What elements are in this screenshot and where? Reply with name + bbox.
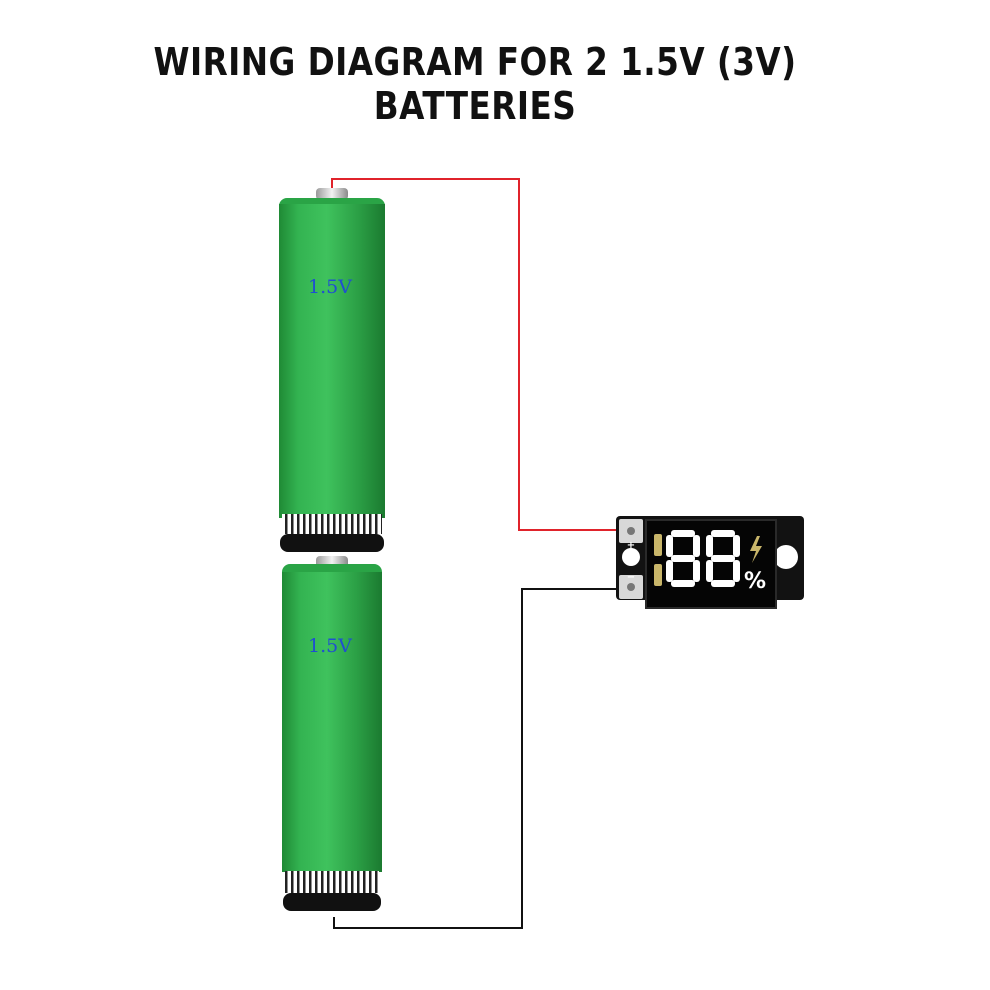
digit-one <box>666 530 700 587</box>
battery-bottom-base-ring <box>285 871 379 893</box>
battery-bottom: 1.5V <box>282 556 382 911</box>
mount-hole-right <box>774 545 798 569</box>
level-bar-lower <box>654 564 662 586</box>
battery-bottom-label: 1.5V <box>308 635 352 657</box>
battery-level-indicator: + − % <box>616 516 804 609</box>
mount-hole-left <box>622 548 640 566</box>
digit-two <box>706 530 740 587</box>
battery-top-label: 1.5V <box>308 276 352 298</box>
positive-wire <box>331 178 622 531</box>
negative-wire <box>333 588 622 929</box>
percent-sign: % <box>744 569 766 594</box>
battery-top: 1.5V <box>279 188 385 552</box>
plus-pin-label: + <box>627 540 635 551</box>
battery-top-body <box>279 204 385 518</box>
minus-pin-label: − <box>627 572 635 583</box>
level-bar-upper <box>654 534 662 556</box>
battery-top-base-ring <box>282 514 382 534</box>
diagram-title: WIRING DIAGRAM FOR 2 1.5V (3V) BATTERIES <box>153 40 797 128</box>
lightning-bolt-icon <box>750 536 762 563</box>
battery-top-terminal <box>316 188 348 200</box>
battery-bottom-body <box>282 572 382 872</box>
